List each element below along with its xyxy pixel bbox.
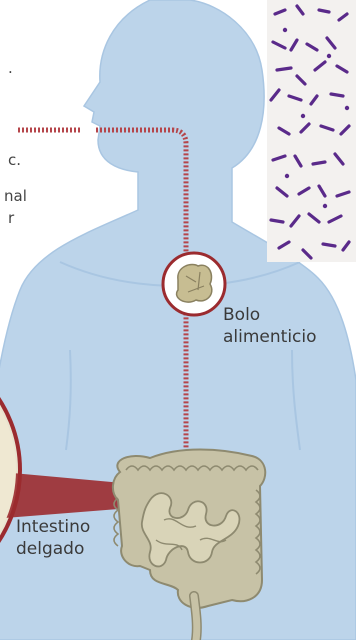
fragment-text-a: . (8, 58, 13, 78)
intestino-label-line1: Intestino (16, 516, 90, 538)
bacteria-image (267, 0, 356, 262)
bolo-label-line2: alimenticio (223, 326, 317, 348)
bacteria-micrograph (267, 0, 356, 262)
fragment-text-b: c. (8, 150, 21, 170)
bolo-label: Bolo alimenticio (223, 304, 317, 348)
intestino-label: Intestino delgado (16, 516, 90, 560)
bolo-label-line1: Bolo (223, 304, 317, 326)
fragment-text-d: r (8, 208, 14, 228)
intestino-label-line2: delgado (16, 538, 90, 560)
fragment-text-c: nal (4, 186, 27, 206)
bolo-marker (163, 253, 225, 315)
